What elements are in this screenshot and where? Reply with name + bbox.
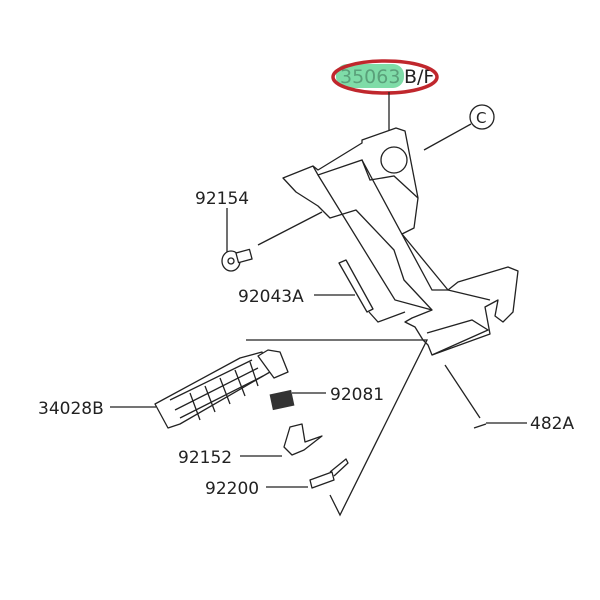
leader-line bbox=[444, 364, 481, 419]
leader-line bbox=[423, 123, 472, 151]
leader-line bbox=[257, 211, 323, 246]
label-92154[interactable]: 92154 bbox=[195, 189, 249, 209]
bracket-drawing bbox=[282, 127, 519, 356]
callout-letter: C bbox=[476, 109, 486, 127]
label-92200[interactable]: 92200 bbox=[205, 479, 259, 499]
leader-line bbox=[246, 339, 429, 517]
cotter-pin-drawing bbox=[473, 423, 487, 429]
part-number-suffix: B/F bbox=[404, 66, 434, 88]
callout-circle bbox=[469, 104, 495, 130]
spring-drawing bbox=[269, 389, 295, 411]
main-part-label[interactable]: 35063 B/F bbox=[331, 59, 439, 95]
label-34028B[interactable]: 34028B bbox=[38, 399, 104, 419]
red-circle-annotation bbox=[331, 59, 439, 95]
label-92081[interactable]: 92081 bbox=[330, 385, 384, 405]
leader-line bbox=[368, 311, 406, 323]
plate-drawing bbox=[283, 423, 323, 456]
bolt-drawing bbox=[221, 248, 253, 272]
label-482A[interactable]: 482A bbox=[530, 414, 574, 434]
label-92152[interactable]: 92152 bbox=[178, 448, 232, 468]
footpeg-drawing bbox=[154, 349, 289, 429]
label-92043A[interactable]: 92043A bbox=[238, 287, 304, 307]
clip-drawing bbox=[309, 458, 349, 489]
pin-drawing bbox=[338, 259, 374, 313]
part-number-highlighted: 35063 bbox=[340, 66, 400, 88]
highlight-mark bbox=[336, 64, 404, 88]
